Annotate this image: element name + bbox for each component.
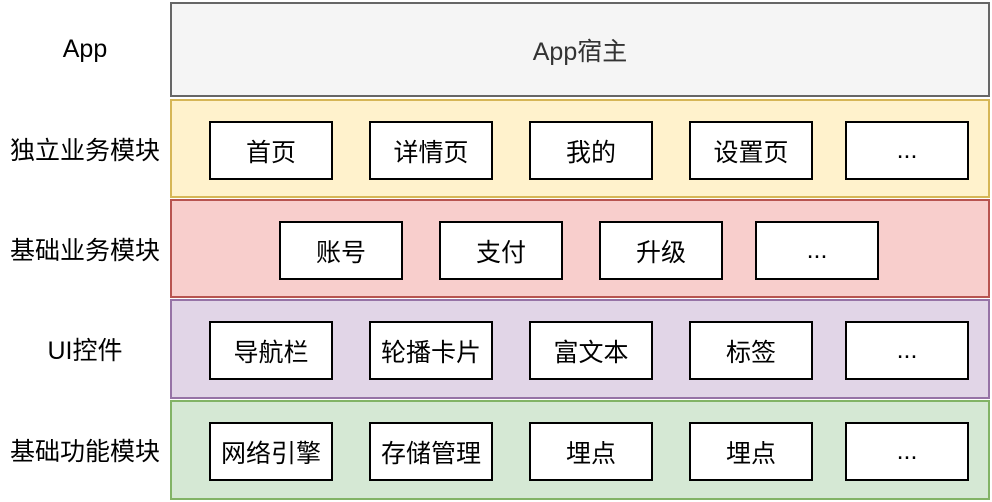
layer-label-base-business: 基础业务模块 (9, 236, 160, 265)
module-box-ellipsis: ... (845, 121, 969, 180)
app-host-box: App宿主 (170, 2, 990, 97)
module-box-payment: 支付 (439, 221, 563, 280)
layer-label-independent-modules: 独立业务模块 (9, 136, 160, 165)
module-box-carousel: 轮播卡片 (369, 321, 493, 380)
layer-label-base-features: 基础功能模块 (9, 438, 160, 466)
module-box-ellipsis: ... (755, 221, 879, 280)
band-base-feature-modules: 网络引擎 存储管理 埋点 埋点 ... (170, 400, 990, 500)
module-box-navbar: 导航栏 (209, 321, 333, 380)
module-box-home: 首页 (209, 121, 333, 180)
module-box-network-engine: 网络引擎 (209, 422, 333, 481)
module-box-richtext: 富文本 (529, 321, 653, 380)
layer-label-app: App (62, 35, 108, 63)
layer-label-ui-controls: UI控件 (47, 337, 123, 365)
module-box-settings: 设置页 (689, 121, 813, 180)
module-box-account: 账号 (279, 221, 403, 280)
module-box-tag: 标签 (689, 321, 813, 380)
module-box-mine: 我的 (529, 121, 653, 180)
band-independent-business-modules: 首页 详情页 我的 设置页 ... (170, 99, 990, 198)
band-base-business-modules: 账号 支付 升级 ... (170, 199, 990, 298)
module-box-tracking: 埋点 (689, 422, 813, 481)
module-box-detail: 详情页 (369, 121, 493, 180)
module-box-upgrade: 升级 (599, 221, 723, 280)
module-box-storage-manager: 存储管理 (369, 422, 493, 481)
app-host-label: App宿主 (532, 37, 628, 66)
module-box-ellipsis: ... (845, 321, 969, 380)
module-box-ellipsis: ... (845, 422, 969, 481)
module-box-tracking: 埋点 (529, 422, 653, 481)
band-ui-controls: 导航栏 轮播卡片 富文本 标签 ... (170, 299, 990, 399)
